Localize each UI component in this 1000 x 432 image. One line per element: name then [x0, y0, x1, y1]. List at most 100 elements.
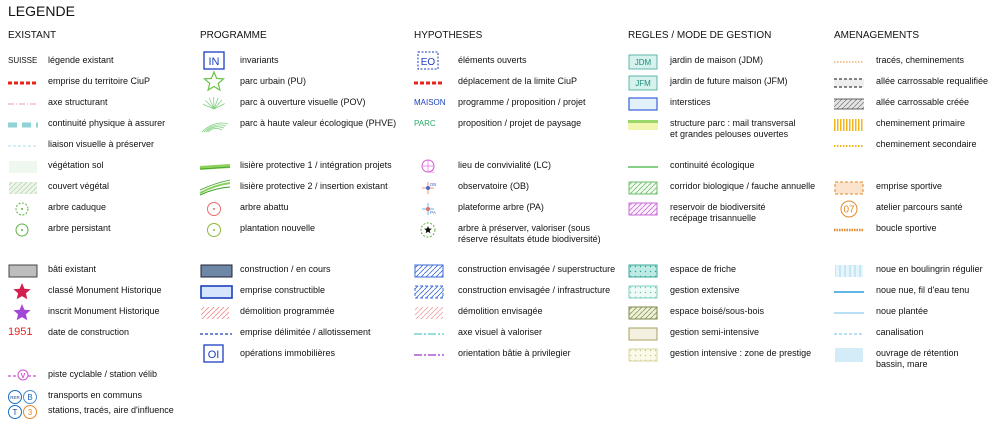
- red-dashed-line-icon: [8, 76, 48, 90]
- legend-label: canalisation: [876, 327, 924, 338]
- svg-text:OB: OB: [430, 182, 437, 187]
- legend-label: noue nue, fil d'eau tenu: [876, 285, 969, 296]
- green-yellow-band-icon: [628, 118, 668, 132]
- column-heading: AMENAGEMENTS: [834, 30, 920, 41]
- box-text-blue-small-icon: OI: [200, 344, 240, 363]
- legend-label-line: emprise constructible: [240, 285, 326, 295]
- legend-label: démolition envisagée: [458, 306, 543, 317]
- lc-icon-icon: LC: [414, 159, 454, 174]
- svg-text:JDM: JDM: [635, 58, 652, 67]
- phve-arcs-icon: [200, 118, 240, 133]
- legend-label: légende existant: [48, 55, 114, 66]
- lightblue-box-icon: [834, 348, 874, 362]
- legend-label: cheminement primaire: [876, 118, 965, 129]
- svg-text:IN: IN: [209, 56, 220, 68]
- legend-label: jardin de maison (JDM): [670, 55, 763, 66]
- legend-label-line: démolition envisagée: [458, 306, 543, 316]
- legend-label-line: noue nue, fil d'eau tenu: [876, 285, 970, 295]
- legend-label: allée carrossable créée: [876, 97, 969, 108]
- legend-label: espace de friche: [670, 264, 736, 275]
- legend-label: atelier parcours santé: [876, 202, 963, 213]
- legend-label-line: construction envisagée / superstructure: [458, 264, 616, 274]
- legend-label-line: légende existant: [48, 55, 114, 65]
- legend-label-line: axe visuel à valoriser: [458, 327, 543, 337]
- text-maison-icon: MAISON: [414, 97, 454, 111]
- legend-item: gestion intensive : zone de prestige: [628, 348, 818, 362]
- tree-felled-icon: [200, 202, 240, 216]
- svg-text:LC: LC: [429, 169, 434, 174]
- legend-label-line: parc à haute valeur écologique (PHVE): [240, 118, 397, 128]
- legend-item: démolition programmée: [200, 306, 390, 320]
- legend-item: gestion extensive: [628, 285, 818, 299]
- legend-label: emprise sportive: [876, 181, 942, 192]
- box-text-blue-icon: IN: [200, 51, 240, 70]
- legend-label-line: inscrit Monument Historique: [48, 306, 160, 316]
- legend-label: jardin de future maison (JFM): [670, 76, 788, 87]
- legend-item: LC lieu de convivialité (LC): [414, 159, 604, 174]
- legend-label-line: gestion extensive: [670, 285, 740, 295]
- legend-label: arbre persistant: [48, 223, 111, 234]
- legend-label: arbre abattu: [240, 202, 289, 213]
- blue-outline-box-icon: [200, 285, 240, 299]
- legend-label-line: arbre abattu: [240, 202, 289, 212]
- legend-label-line: réserve résultats étude biodiversité): [458, 234, 601, 244]
- legend-label-line: allée carrossable créée: [876, 97, 970, 107]
- legend-label-line: lieu de convivialité (LC): [458, 160, 552, 170]
- teal-box-text-icon: JFM: [628, 75, 668, 91]
- legend-label-line: gestion semi-intensive: [670, 327, 760, 337]
- blue-line-icon: [834, 285, 874, 299]
- legend-label-line: construction envisagée / infrastructure: [458, 285, 611, 295]
- legend-label: espace boisé/sous-bois: [670, 306, 764, 317]
- teal-hex-box-icon: [628, 264, 668, 278]
- legend-label: éléments ouverts: [458, 55, 527, 66]
- legend-label: observatoire (OB): [458, 181, 529, 192]
- legend-item: déplacement de la limite CiuP: [414, 76, 604, 90]
- svg-text:T: T: [13, 408, 18, 417]
- legend-label: axe visuel à valoriser: [458, 327, 542, 338]
- legend-item: emprise constructible: [200, 285, 390, 299]
- legend-item: canalisation: [834, 327, 1000, 341]
- legend-label-line: stations, tracés, aire d'influence: [48, 405, 174, 415]
- yellow-bars-icon: [834, 118, 874, 132]
- svg-text:OI: OI: [208, 349, 220, 361]
- legend-label: construction envisagée / superstructure: [458, 264, 615, 275]
- legend-label-line: opérations immobilières: [240, 348, 336, 358]
- legend-label-line: observatoire (OB): [458, 181, 530, 191]
- legend-label: arbre caduque: [48, 202, 106, 213]
- blue-hatch-dashed-box-icon: [414, 285, 454, 299]
- legend-label-line: boucle sportive: [876, 223, 937, 233]
- lightblue-stripe-box-icon: [834, 264, 874, 278]
- legend-item: inscrit Monument Historique: [8, 304, 198, 321]
- legend-label: parc urbain (PU): [240, 76, 306, 87]
- red-dashed-line-icon: [414, 76, 454, 90]
- legend-item: parc à haute valeur écologique (PHVE): [200, 118, 396, 133]
- teal-dots-box-icon: [628, 285, 668, 299]
- legend-label-line: plateforme arbre (PA): [458, 202, 544, 212]
- teal-dash-dot-icon: [414, 327, 454, 341]
- blue-hatch-box-icon: [414, 264, 454, 278]
- legend-label: date de construction: [48, 327, 129, 338]
- text-suisse-icon: SUISSE: [8, 55, 48, 69]
- legend-label: programme / proposition / projet: [458, 97, 586, 108]
- legend-label: plantation nouvelle: [240, 223, 315, 234]
- legend-label: orientation bâtie à privilegier: [458, 348, 571, 359]
- legend-label-line: végétation sol: [48, 160, 104, 170]
- legend-title: LEGENDE: [8, 3, 75, 19]
- legend-item: gestion semi-intensive: [628, 327, 818, 341]
- svg-text:PA: PA: [430, 210, 436, 215]
- symbol-text: SUISSE: [8, 56, 38, 65]
- pale-green-box-icon: [8, 160, 48, 174]
- legend-label: végétation sol: [48, 160, 104, 171]
- legend-label: liaison visuelle à préserver: [48, 139, 154, 150]
- legend-item: OB observatoire (OB): [414, 181, 604, 195]
- text-parc-icon: PARC: [414, 118, 454, 132]
- svg-text:RER: RER: [10, 395, 20, 400]
- column-heading: EXISTANT: [8, 30, 57, 41]
- hatched-green-box-icon: [8, 181, 48, 195]
- legend-label: lisière protective 2 / insertion existan…: [240, 181, 388, 192]
- legend-item: parc à ouverture visuelle (POV): [200, 96, 390, 111]
